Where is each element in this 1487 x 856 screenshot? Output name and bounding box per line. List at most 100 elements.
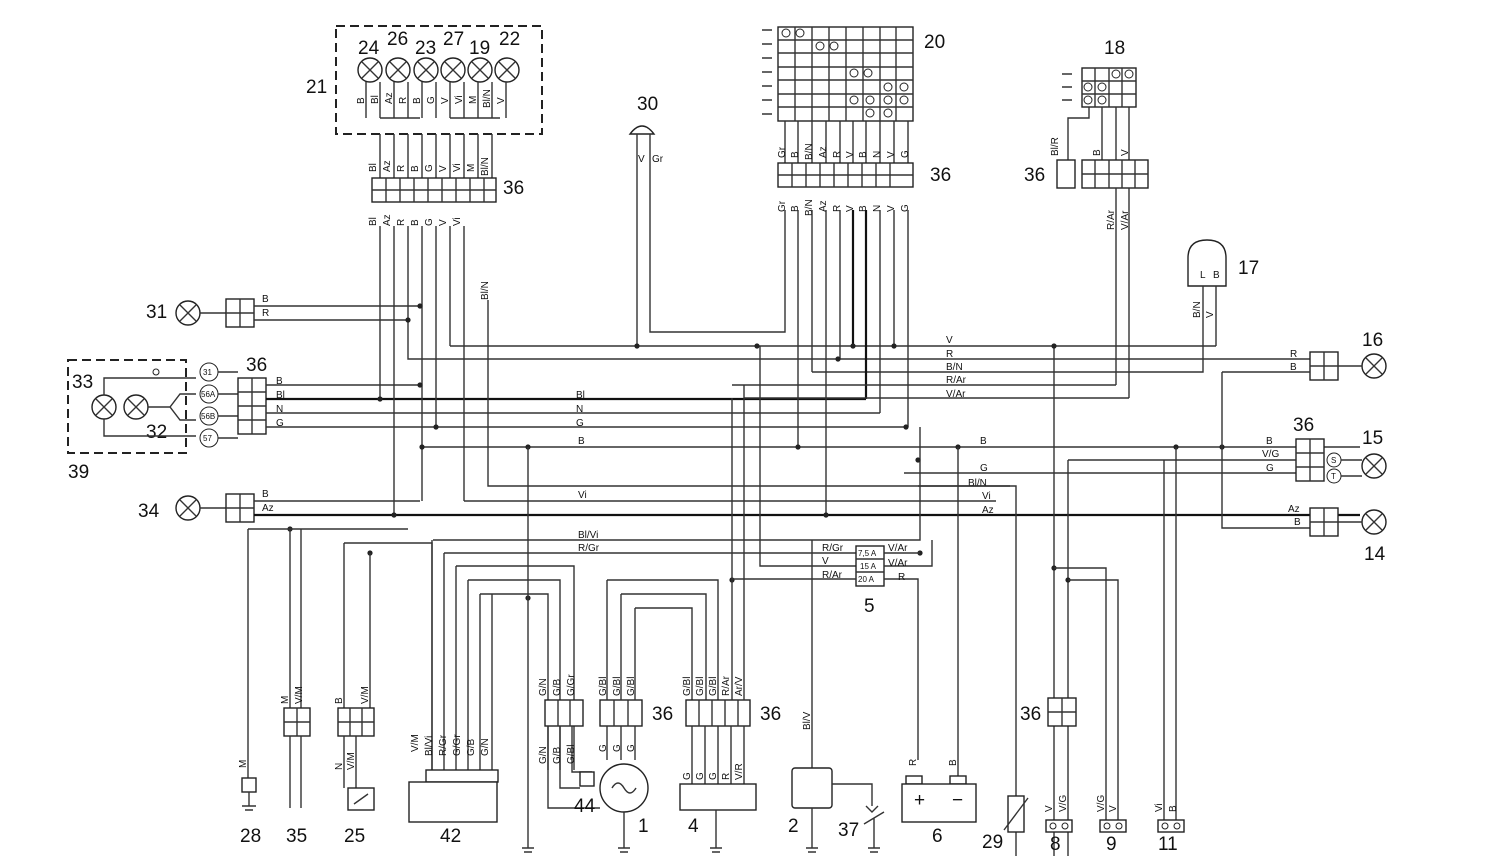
svg-text:N: N [872,205,883,212]
svg-text:B: B [790,205,801,212]
svg-text:G: G [576,418,584,429]
svg-text:B/N: B/N [1192,301,1203,318]
svg-text:G: G [980,463,988,474]
component-30: 30 V Gr [628,94,786,345]
label-2: 2 [788,816,799,837]
svg-text:Gr: Gr [652,154,664,165]
fuse-15a: 15 A [860,562,877,571]
label-29: 29 [982,832,1003,853]
label-33: 33 [72,372,93,393]
svg-text:V: V [440,97,451,104]
svg-text:Bl/N: Bl/N [482,89,493,108]
svg-text:M: M [280,696,291,704]
svg-text:Bl: Bl [276,390,285,401]
svg-text:Bl: Bl [368,163,379,172]
label-6: 6 [932,826,943,847]
svg-text:V: V [1108,805,1119,812]
label-26: 26 [387,29,408,50]
svg-text:V: V [638,154,645,165]
svg-text:B: B [262,294,269,305]
svg-text:B: B [1092,149,1103,156]
svg-text:Vi: Vi [452,163,463,172]
cluster-pin-labels: B Bl Az R B G V Vi M Bl/N V [356,89,507,108]
switches-8-9-11: 36 V V/G V/G V Vi B 8 9 11 [1020,447,1185,855]
svg-text:B: B [578,436,585,447]
svg-text:G: G [682,772,693,780]
svg-text:Gr: Gr [777,146,788,158]
svg-text:B: B [948,759,959,766]
label-36-e: 36 [1293,415,1314,436]
svg-text:G/B: G/B [552,678,563,696]
svg-text:N: N [276,404,283,415]
svg-text:Bl/R: Bl/R [1050,137,1061,156]
svg-text:R: R [832,151,843,158]
label-36-d: 36 [246,355,267,376]
svg-text:Bl/Vi: Bl/Vi [578,530,598,541]
lamp-14: 14 Az B [1288,504,1387,565]
svg-text:G: G [598,744,609,752]
lamp-31: 31 B R [146,294,420,328]
alternator-1: 44 1 G/N G/B G/Gr G/N G/B G/Bl G/Bl G/Bl… [522,447,719,853]
svg-text:V/M: V/M [410,734,421,752]
svg-text:Az: Az [818,146,829,158]
svg-text:B: B [858,205,869,212]
svg-text:Bl/Vi: Bl/Vi [424,736,435,756]
svg-text:B: B [1168,805,1179,812]
svg-text:V: V [496,97,507,104]
svg-text:M: M [238,760,249,768]
label-36-b: 36 [930,165,951,186]
label-32: 32 [146,422,167,443]
label-36-a: 36 [503,178,524,199]
svg-text:Az: Az [262,503,274,514]
svg-text:B: B [262,489,269,500]
fuse-box-5: 7,5 A 15 A 20 A 5 R/Gr V R/Ar V/Ar V/Ar … [732,540,933,760]
svg-text:R/Ar: R/Ar [721,675,732,696]
svg-text:V: V [845,151,856,158]
svg-text:R/Gr: R/Gr [578,543,600,554]
label-25: 25 [344,826,365,847]
fuse-7-5a: 7,5 A [858,549,877,558]
svg-text:Vi: Vi [1154,803,1165,812]
label-36-f: 36 [652,704,673,725]
svg-text:R/Ar: R/Ar [1106,209,1117,230]
label-1: 1 [638,816,649,837]
ignition-switch-20: 20 [762,26,945,122]
svg-text:V: V [1044,805,1055,812]
svg-text:Az: Az [1288,504,1300,515]
svg-text:B: B [1294,517,1301,528]
svg-text:R: R [898,572,905,583]
svg-text:V/G: V/G [1096,795,1107,812]
svg-text:G/Bl: G/Bl [612,677,623,696]
battery-minus: − [952,790,963,811]
svg-text:N: N [334,763,345,770]
svg-text:B: B [858,151,869,158]
instrument-cluster-21: 21 24 26 23 27 19 22 B Bl Az R B G V Vi [306,25,543,135]
svg-text:V/Ar: V/Ar [888,558,908,569]
svg-text:Ar/V: Ar/V [734,676,745,696]
svg-text:B: B [980,436,987,447]
label-44: 44 [574,796,596,817]
svg-text:V: V [845,205,856,212]
svg-text:57: 57 [203,434,212,443]
svg-text:L: L [1200,270,1206,281]
svg-text:B: B [790,151,801,158]
label-23: 23 [415,38,436,59]
svg-text:V/G: V/G [1262,449,1279,460]
svg-text:Bl: Bl [370,95,381,104]
svg-text:Bl: Bl [576,390,585,401]
label-24: 24 [358,38,380,59]
svg-text:R: R [946,349,953,360]
label-14: 14 [1364,544,1386,565]
svg-text:R: R [396,165,407,172]
svg-text:G: G [424,164,435,172]
svg-text:G/Bl: G/Bl [682,677,693,696]
svg-text:G/N: G/N [538,746,549,764]
svg-text:V/M: V/M [346,752,357,770]
component-25: B V/M N V/M 25 [334,542,433,847]
label-4: 4 [688,816,699,837]
svg-text:N: N [576,404,583,415]
label-42: 42 [440,826,461,847]
svg-text:Az: Az [382,214,393,226]
svg-text:G/N: G/N [480,738,491,756]
